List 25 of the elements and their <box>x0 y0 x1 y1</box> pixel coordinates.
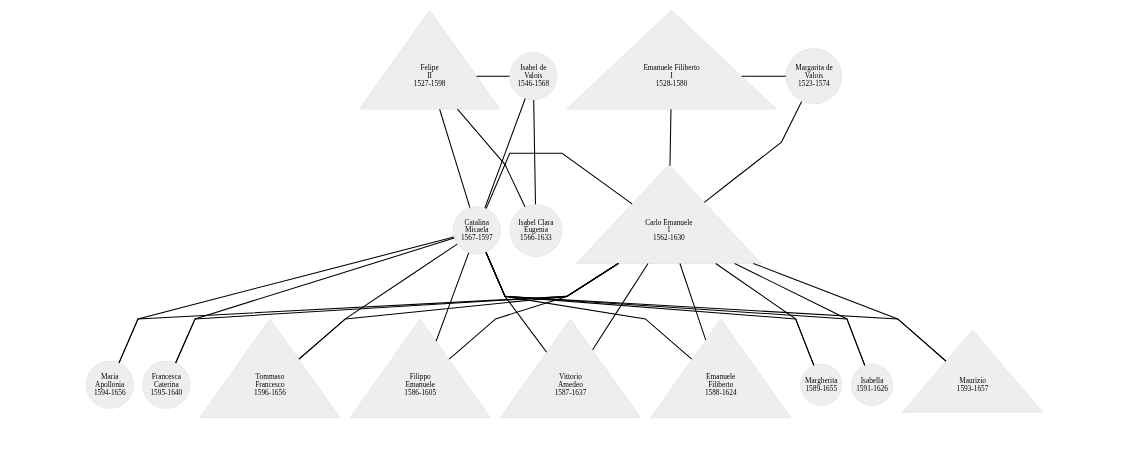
connector <box>533 99 536 205</box>
connector <box>485 251 947 362</box>
connector <box>741 75 787 77</box>
connector <box>752 262 947 362</box>
connector <box>484 98 526 209</box>
node-circle: Maria Apollonia 1594-1656 <box>85 360 134 409</box>
node-circle: Isabella 1591-1626 <box>851 363 893 406</box>
node-circle: Isabel Clara Eugenia 1566-1633 <box>509 204 563 257</box>
connector <box>669 108 672 167</box>
connector <box>734 262 866 366</box>
connector <box>456 108 526 208</box>
node-circle: Margarita de Valois 1523-1574 <box>785 48 842 105</box>
connector <box>703 100 803 203</box>
node-circle: Francesca Caterina 1595-1640 <box>142 360 191 409</box>
node-circle: Margherita 1589-1655 <box>800 363 843 406</box>
connector <box>298 262 619 360</box>
connector <box>679 263 707 341</box>
connector <box>476 75 510 77</box>
node-circle: Isabel de Valois 1546-1568 <box>509 52 558 101</box>
connector <box>439 108 471 209</box>
connector <box>715 262 815 366</box>
connector <box>485 152 633 210</box>
connector <box>435 252 470 342</box>
node-circle: Catalina Micaela 1567-1597 <box>452 206 501 255</box>
connector <box>592 263 649 351</box>
